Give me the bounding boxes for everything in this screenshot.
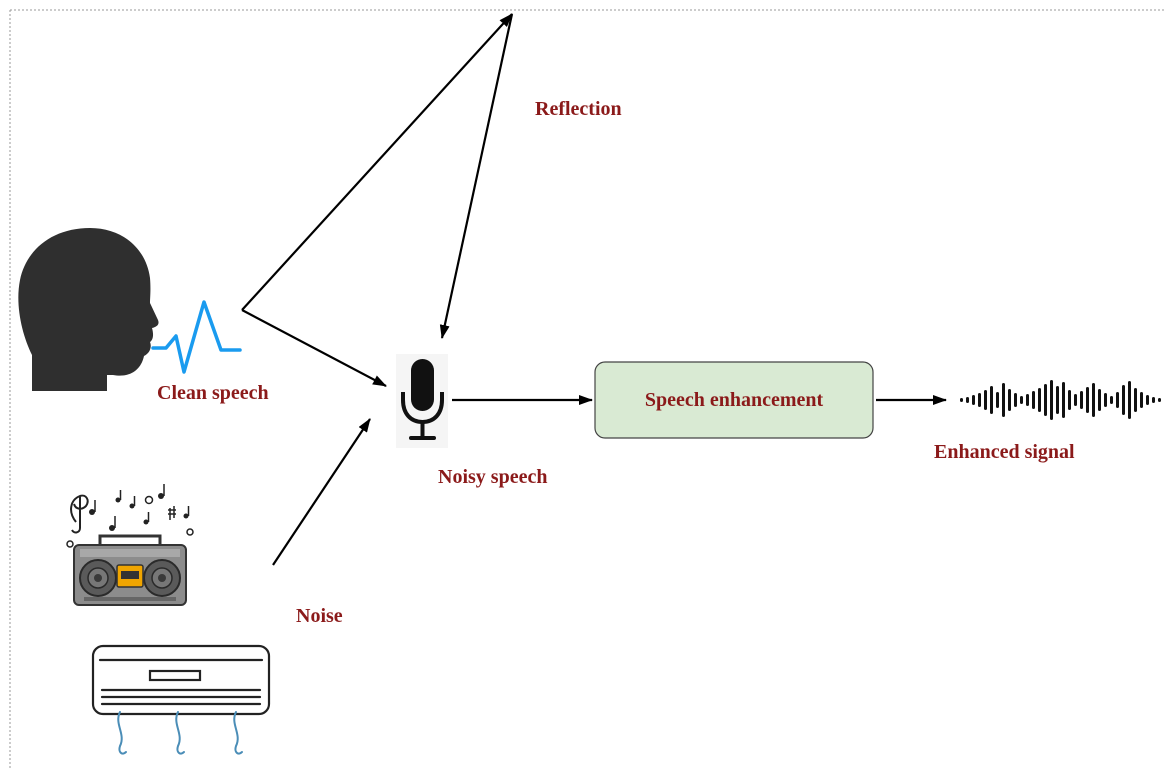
direct-path-arrow: [241, 309, 387, 387]
speech-waveform-icon: [151, 300, 242, 374]
air-conditioner-icon: [91, 644, 271, 755]
noisy-speech-label: Noisy speech: [438, 466, 548, 488]
noise-arrow: [272, 418, 371, 566]
enhanced-signal-label: Enhanced signal: [934, 441, 1075, 463]
microphone-icon: [396, 354, 448, 448]
audio-waveform-icon: [960, 380, 1161, 420]
noise-label: Noise: [296, 605, 343, 627]
reflection-arrow: [439, 13, 514, 339]
human-head-profile-icon: [18, 228, 159, 391]
reflection-label: Reflection: [535, 98, 622, 120]
music-notes-icon: [66, 484, 194, 548]
boombox-radio-icon: [73, 534, 187, 606]
clean-speech-label: Clean speech: [157, 382, 269, 404]
speech-enhancement-box: [594, 361, 874, 439]
speech-enhancement-label: Speech enhancement: [644, 388, 824, 411]
path-to-wall-arrow: [241, 13, 513, 311]
